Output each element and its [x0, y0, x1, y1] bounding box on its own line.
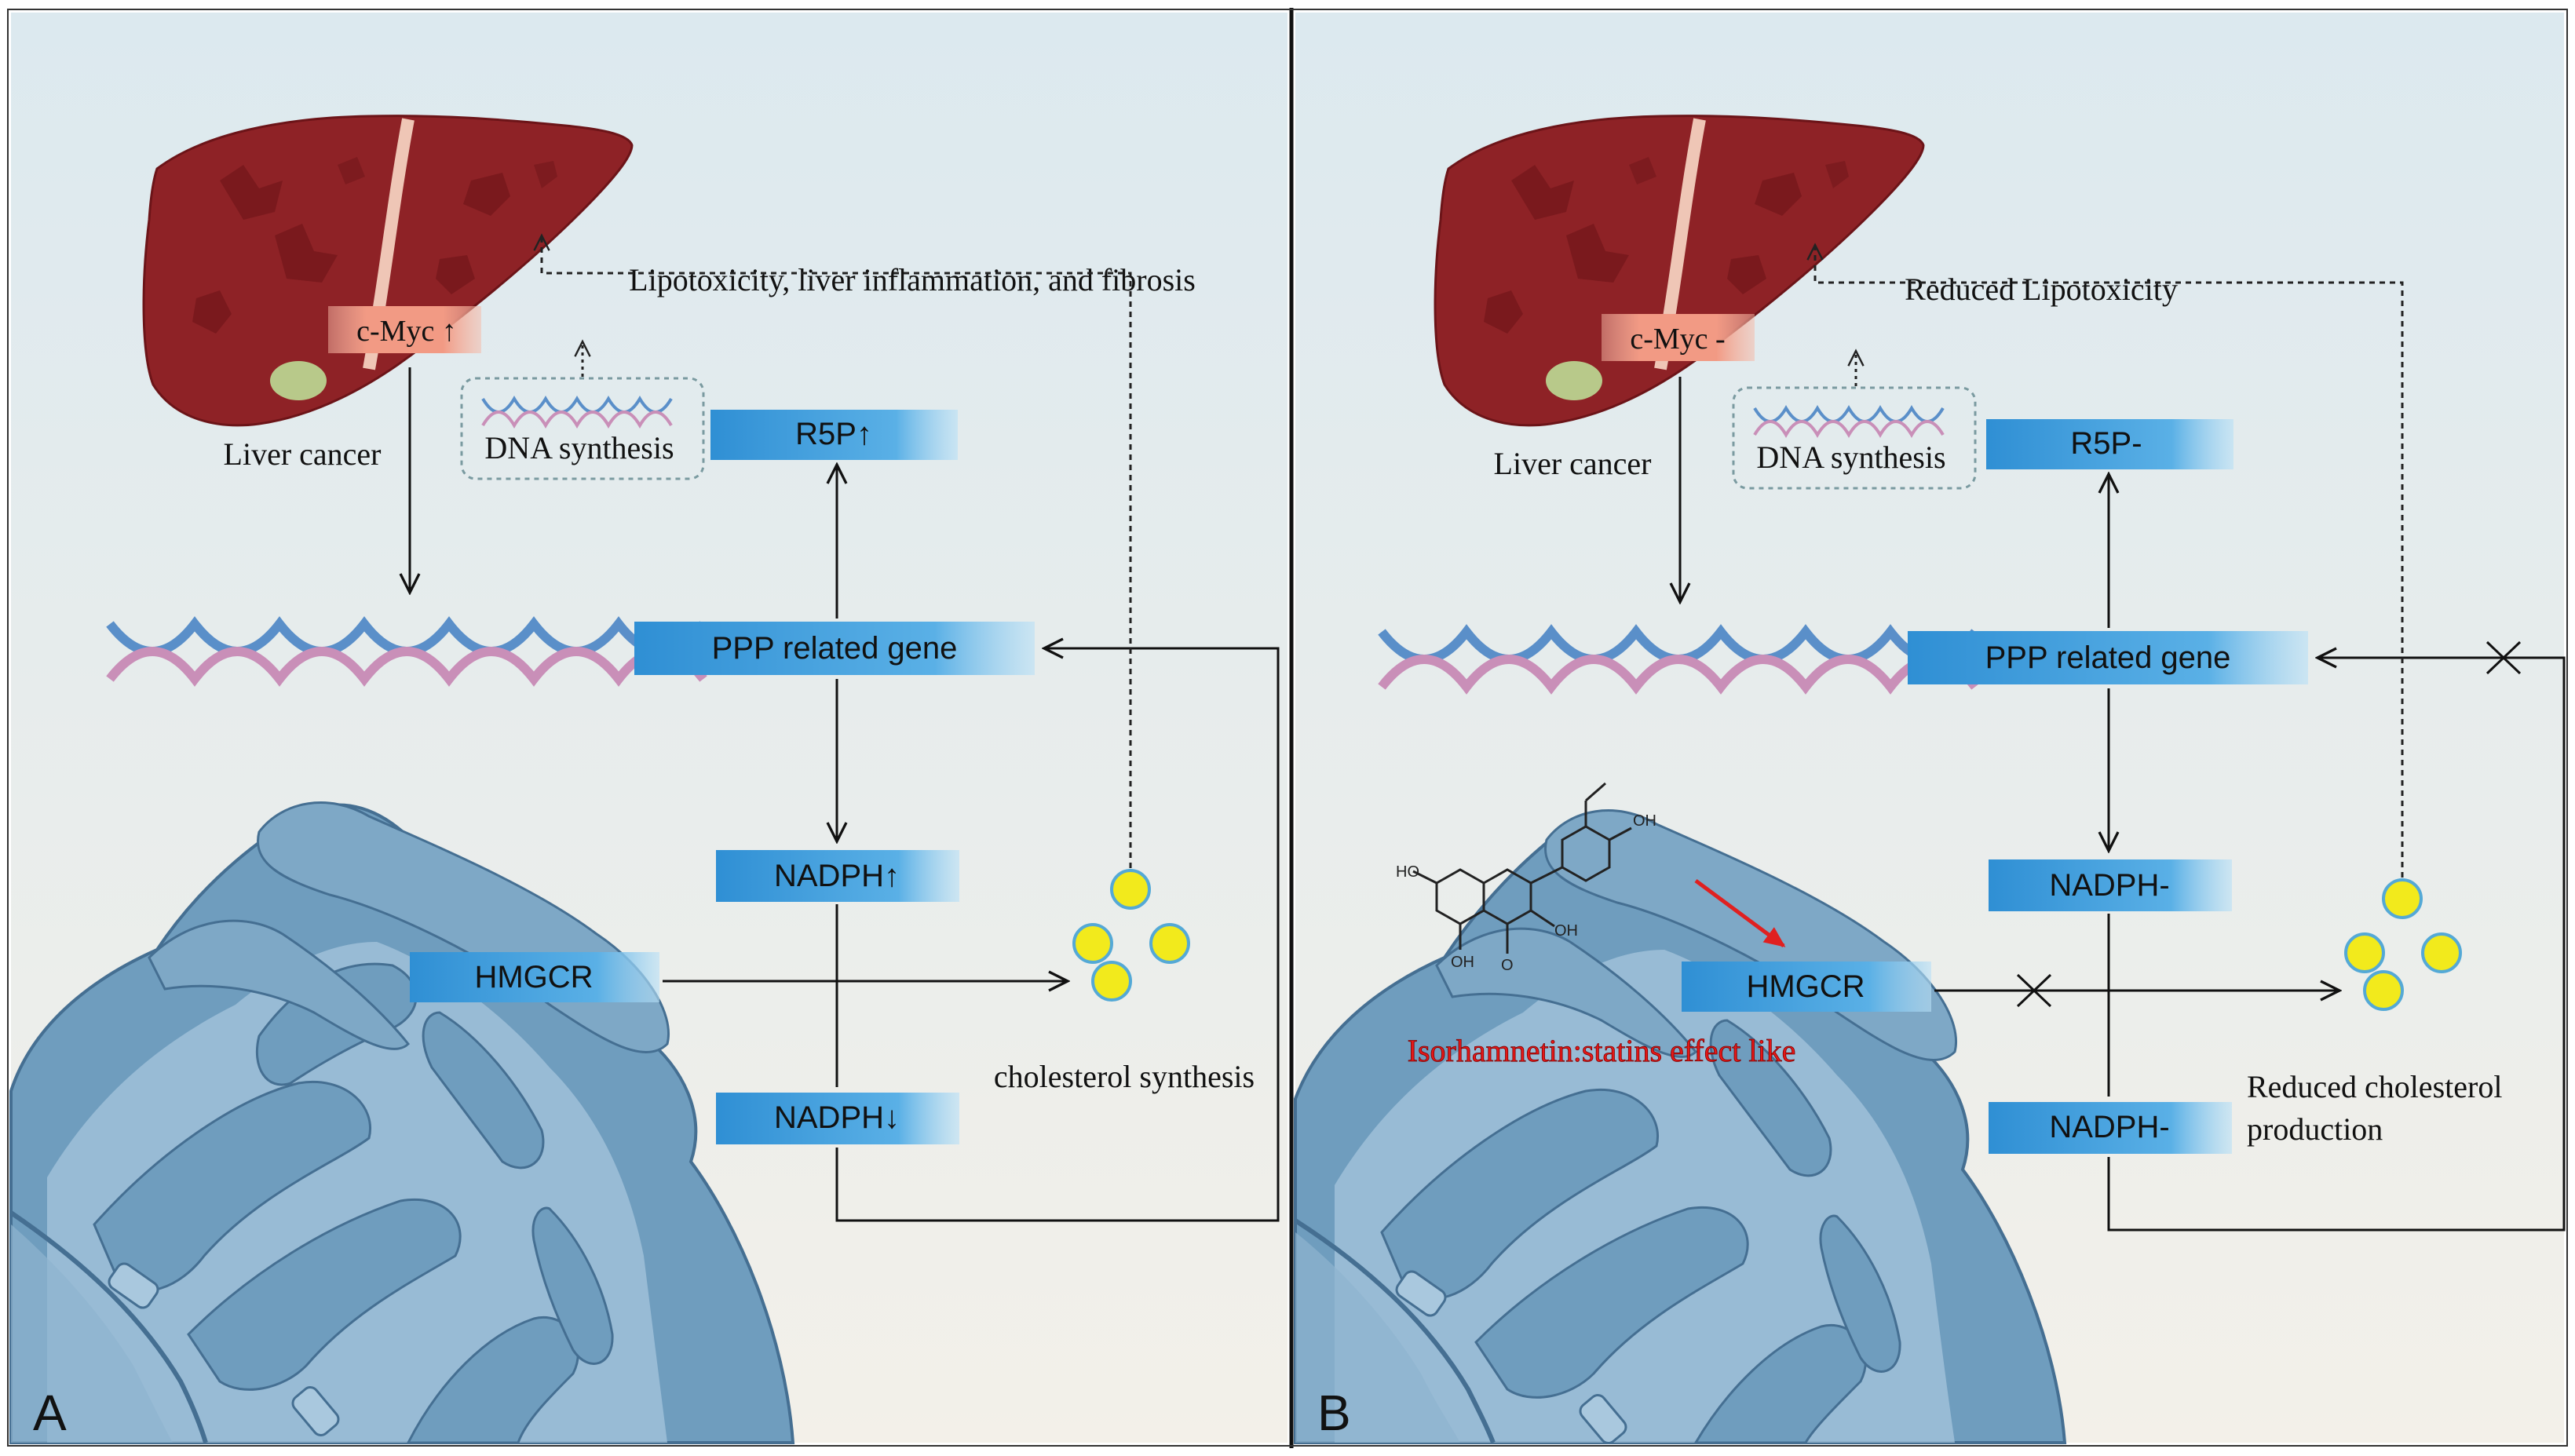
- isorhamnetin-label: Isorhamnetin:statins effect like: [1408, 1033, 1796, 1068]
- ppp-box: [634, 622, 1035, 675]
- panel-b: c-Myc - Liver cancer DNA synthesis Reduc…: [1294, 13, 2566, 1444]
- ppp-label-b: PPP related gene: [1985, 640, 2231, 675]
- r5p-label-b: R5P-: [2070, 426, 2142, 461]
- panel-a: c-Myc ↑ Liver cancer DNA synthesis Lipot…: [9, 13, 1288, 1444]
- cholesterol-spheres: [1072, 869, 1190, 1002]
- panel-b-arrows: [1680, 245, 2566, 1232]
- chem-o-label: O: [1501, 957, 1514, 974]
- hmgcr-box: [410, 952, 659, 1002]
- ppp-box-b: [1908, 631, 2308, 684]
- cholesterol-label-b-line2: production: [2247, 1111, 2383, 1147]
- hmgcr-label: HMGCR: [474, 960, 593, 994]
- dna-synthesis-label: DNA synthesis: [484, 430, 674, 465]
- dna-helix-illustration: [106, 616, 707, 687]
- dna-helix-illustration-b: [1378, 624, 1979, 695]
- chem-oh-label-3: OH: [1633, 812, 1656, 830]
- cholesterol-label-b-line1: Reduced cholesterol: [2247, 1069, 2502, 1104]
- nadph-down-box-b: [1989, 1102, 2232, 1154]
- cholesterol-spheres-b: [2344, 878, 2462, 1011]
- chem-oh-label-2: OH: [1554, 922, 1578, 940]
- cholesterol-label: cholesterol synthesis: [994, 1059, 1255, 1094]
- mitochondrion-illustration-b: [1294, 809, 2067, 1444]
- liver-cancer-label: Liver cancer: [224, 436, 382, 472]
- dna-synthesis-box-b: [1732, 386, 1977, 490]
- r5p-label: R5P↑: [795, 417, 872, 451]
- dna-synthesis-box: [460, 377, 705, 480]
- lipotoxicity-label-b: Reduced Lipotoxicity: [1905, 272, 2178, 307]
- panel-a-letter: A: [33, 1385, 67, 1441]
- chem-oh-label-1: OH: [1451, 954, 1474, 971]
- cmyc-box-b: [1602, 314, 1755, 361]
- panel-b-letter: B: [1317, 1385, 1351, 1441]
- cmyc-label: c-Myc ↑: [356, 315, 457, 348]
- figure-frame: [7, 9, 2568, 1447]
- isorhamnetin-to-hmgcr-arrow: [1694, 878, 1786, 948]
- nadph-down-label: NADPH↓: [774, 1100, 900, 1135]
- panel-a-arrows: [410, 235, 1280, 1222]
- nadph-down-box: [716, 1093, 959, 1144]
- nadph-up-label-b: NADPH-: [2049, 868, 2169, 903]
- hmgcr-box-b: [1682, 962, 1931, 1012]
- isorhamnetin-structure: [1412, 782, 1632, 954]
- nadph-down-label-b: NADPH-: [2049, 1110, 2169, 1144]
- cmyc-label-b: c-Myc -: [1630, 323, 1725, 356]
- cmyc-box: [328, 306, 481, 353]
- dna-synthesis-label-b: DNA synthesis: [1756, 440, 1945, 475]
- nadph-up-box-b: [1989, 859, 2232, 911]
- nadph-up-label: NADPH↑: [774, 859, 900, 893]
- mitochondrion-illustration: [9, 801, 795, 1444]
- chem-ho-label: HO: [1396, 863, 1419, 881]
- liver-cancer-label-b: Liver cancer: [1494, 446, 1652, 481]
- ppp-label: PPP related gene: [712, 631, 958, 666]
- hmgcr-label-b: HMGCR: [1746, 969, 1865, 1004]
- nadph-up-box: [716, 850, 959, 902]
- r5p-box: [710, 410, 958, 460]
- lipotoxicity-label: Lipotoxicity, liver inflammation, and fi…: [629, 262, 1196, 297]
- r5p-box-b: [1986, 419, 2233, 469]
